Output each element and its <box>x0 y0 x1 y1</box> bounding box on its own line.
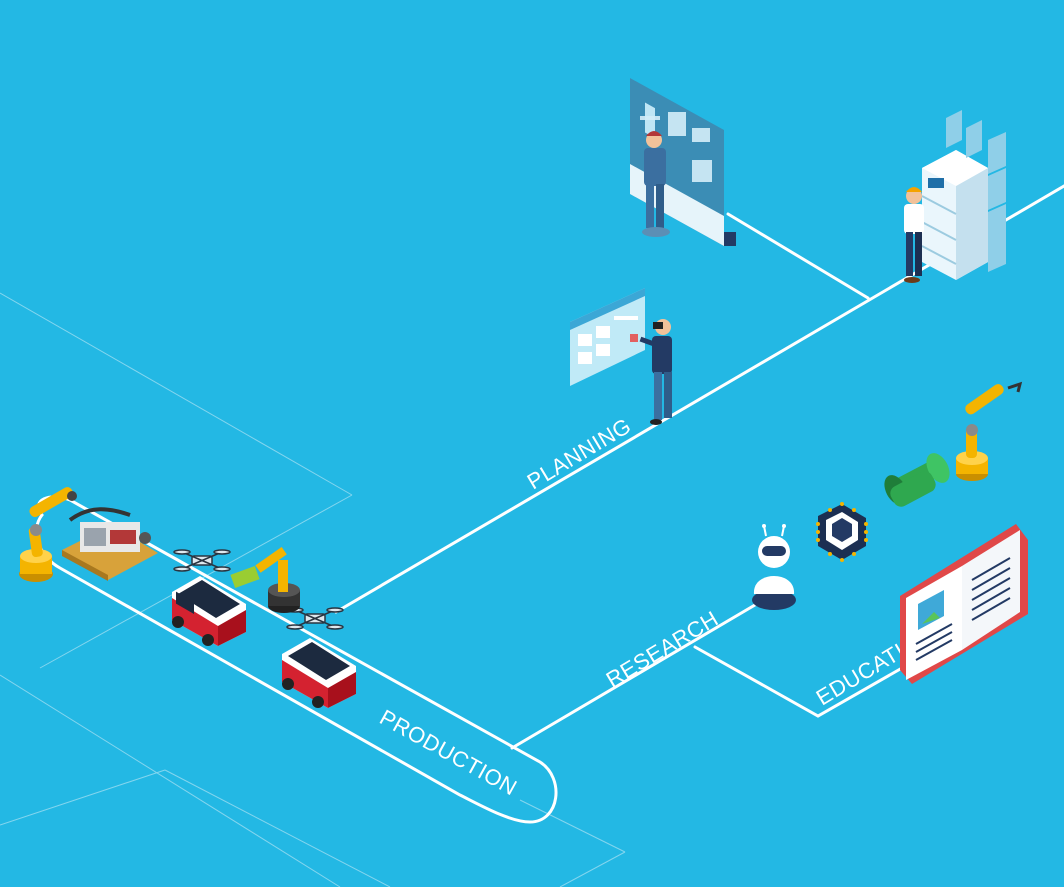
autonomous-vehicle-icon <box>282 638 356 708</box>
engine-icon <box>62 507 158 581</box>
battery-icon <box>884 453 950 507</box>
dashboard-branch <box>726 212 870 300</box>
microchip-icon <box>816 502 868 562</box>
autonomous-vehicle-icon <box>172 576 246 646</box>
engineer-at-server <box>904 187 924 283</box>
robot-arm-icon <box>956 381 1023 481</box>
research-line <box>510 600 762 750</box>
robot-icon <box>752 524 796 610</box>
production-label: PRODUCTION <box>376 705 522 801</box>
book-icon <box>900 524 1028 684</box>
research-label: RESEARCH <box>602 606 723 692</box>
drone-icon <box>286 607 344 630</box>
planning-label: PLANNING <box>523 413 636 494</box>
education-branch <box>693 645 918 718</box>
robot-arm-icon <box>230 546 300 613</box>
drone-icon <box>173 549 231 572</box>
background-grid <box>0 292 626 887</box>
gear-icon <box>946 110 1006 272</box>
robot-arm-icon <box>19 487 77 582</box>
dashboard-screen-icon <box>570 288 645 386</box>
engineer-at-dashboard <box>642 131 670 237</box>
server-rack-icon <box>921 150 988 280</box>
vr-headset-icon <box>639 319 672 425</box>
